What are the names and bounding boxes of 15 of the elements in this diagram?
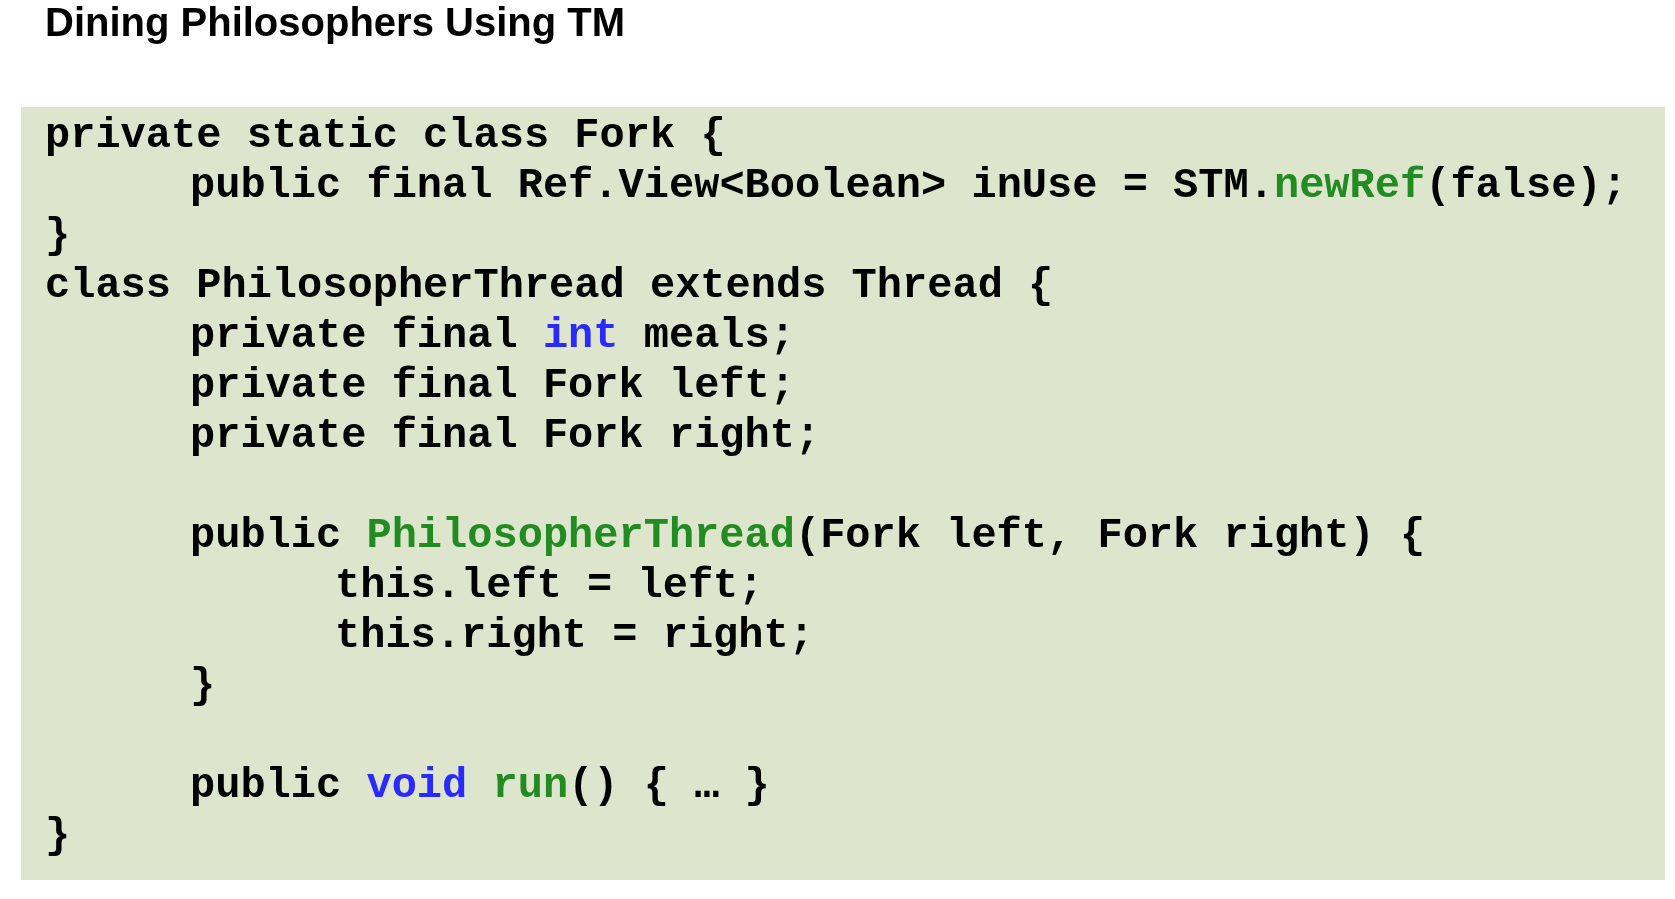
code-line: }: [45, 811, 71, 861]
slide-title: Dining Philosophers Using TM: [45, 0, 625, 45]
code-line: private final Fork left;: [190, 361, 795, 411]
code-line: class PhilosopherThread extends Thread {: [45, 261, 1054, 311]
code-line: }: [45, 211, 71, 261]
code-line: this.left = left;: [335, 561, 764, 611]
code-line: public PhilosopherThread(Fork left, Fork right) {: [190, 511, 1426, 561]
code-block: [21, 107, 1665, 880]
code-line: public final Ref.View<Boolean> inUse = STM.newRef(false);: [190, 161, 1627, 211]
code-line: private static class Fork {: [45, 111, 726, 161]
code-line: }: [190, 661, 216, 711]
code-line: private final Fork right;: [190, 411, 821, 461]
code-line: private final int meals;: [190, 311, 795, 361]
code-line: this.right = right;: [335, 611, 814, 661]
code-line: public void run() { … }: [190, 761, 770, 811]
